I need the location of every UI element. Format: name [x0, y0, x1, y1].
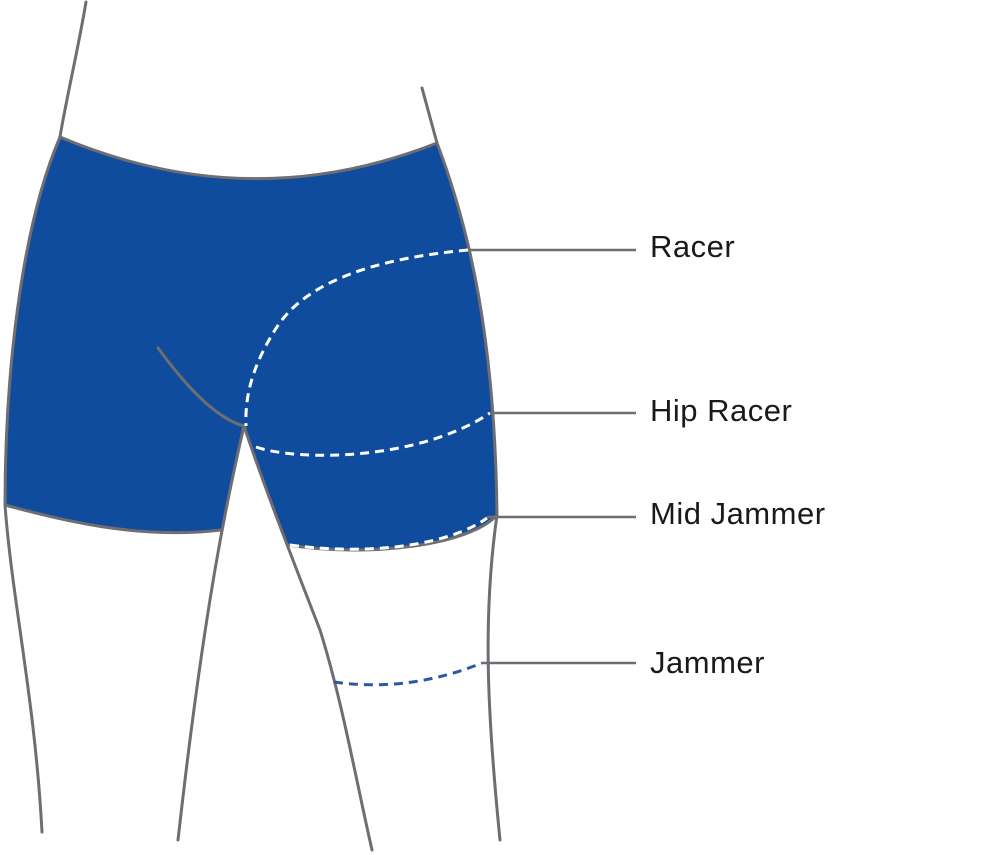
mid-jammer-label: Mid Jammer	[650, 496, 826, 531]
right-leg-hem-outline	[286, 513, 499, 552]
left-torso-outline	[58, 0, 88, 139]
waistband-outline	[58, 135, 439, 181]
hip-racer-label: Hip Racer	[650, 393, 793, 428]
mid-jammer-cut-line	[289, 516, 488, 551]
racer-cut-line	[244, 248, 469, 427]
left-leg-hem-outline	[3, 503, 223, 535]
hip-racer-cut-line	[255, 411, 491, 457]
glute-crease-outline	[156, 346, 246, 428]
jammer-label: Jammer	[650, 645, 765, 680]
racer-label: Racer	[650, 229, 736, 264]
inner-left-leg-outline	[176, 424, 246, 842]
inner-right-leg-outline	[242, 424, 374, 852]
right-torso-outline	[420, 86, 439, 145]
jammer-cut-line	[333, 661, 483, 687]
garment-shorts	[5, 137, 497, 551]
